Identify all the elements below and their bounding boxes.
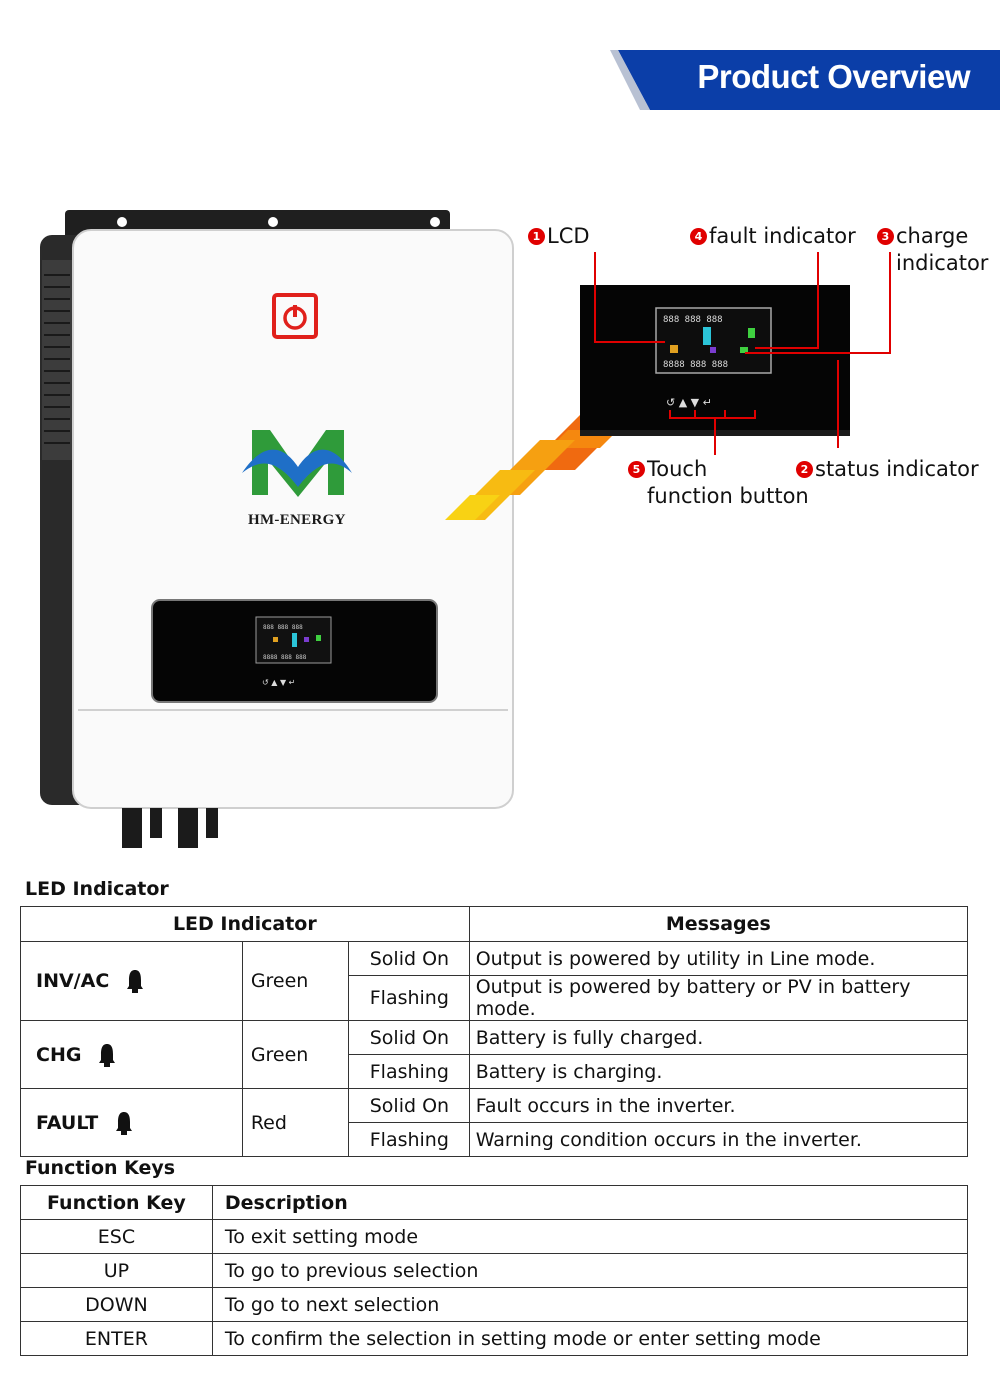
function-keys-table: Function Key Description ESC To exit set… [20, 1185, 969, 1356]
inverter-image: 888 888 888 8888 888 888 ↺ ▲ ▼ ↵ [40, 210, 514, 848]
led-section-title: LED Indicator [25, 878, 169, 900]
callout-label: fault indicator [709, 224, 856, 248]
display-zoom: 888 888 888 8888 888 888 ↺ ▲ ▼ ↵ [445, 252, 891, 520]
function-keys-title: Function Keys [25, 1157, 176, 1179]
callout-label: Touch function button [647, 457, 809, 508]
header-function-key: Function Key [20, 1185, 213, 1220]
led-name: INV/AC [36, 970, 110, 992]
function-description: To go to previous selection [211, 1253, 969, 1288]
table-row: DOWN To go to next selection [20, 1287, 969, 1322]
led-icon [127, 970, 144, 993]
svg-text:888 888 888: 888 888 888 [263, 624, 303, 631]
led-state: Solid On [347, 941, 470, 976]
table-row: CHG Green Solid On Battery is fully char… [20, 1020, 969, 1089]
led-message: Warning condition occurs in the inverter… [468, 1122, 969, 1157]
header-banner [610, 50, 1000, 110]
table-row: FAULT Red Solid On Fault occurs in the i… [20, 1088, 969, 1157]
led-color: Green [241, 1020, 349, 1089]
led-name-cell: FAULT [20, 1088, 243, 1157]
svg-text:8888 888 888: 8888 888 888 [263, 654, 307, 661]
led-color: Green [241, 941, 349, 1021]
page-title: Product Overview [697, 58, 970, 95]
function-key: ESC [20, 1219, 213, 1254]
function-description: To confirm the selection in setting mode… [211, 1321, 969, 1356]
led-state: Flashing [347, 1122, 470, 1157]
led-color: Red [241, 1088, 349, 1157]
table-row: UP To go to previous selection [20, 1253, 969, 1288]
callout-number: 2 [796, 461, 813, 478]
table-row: INV/AC Green Solid On Output is powered … [20, 941, 969, 1021]
table-row: ENTER To confirm the selection in settin… [20, 1321, 969, 1356]
led-state: Flashing [347, 1054, 470, 1089]
callout-label: LCD [547, 224, 590, 248]
function-key: DOWN [20, 1287, 213, 1322]
led-name-cell: CHG [20, 1020, 243, 1089]
brand-name: HM-ENERGY [248, 512, 346, 528]
svg-text:888 888 888: 888 888 888 [663, 315, 723, 325]
header-messages: Messages [468, 906, 969, 942]
led-message: Output is powered by utility in Line mod… [468, 941, 969, 976]
led-message: Output is powered by battery or PV in ba… [468, 975, 969, 1021]
led-indicator-table: LED Indicator Messages INV/AC Green Soli… [20, 906, 969, 1157]
callout-number: 1 [528, 228, 545, 245]
table-row: Flashing Output is powered by battery or… [21, 975, 969, 1021]
table-row: ESC To exit setting mode [20, 1219, 969, 1254]
callout-number: 3 [877, 228, 894, 245]
led-message: Battery is fully charged. [468, 1020, 969, 1055]
led-icon [116, 1111, 133, 1135]
led-message: Fault occurs in the inverter. [468, 1088, 969, 1123]
table-header-row: LED Indicator Messages [20, 906, 969, 942]
led-state: Flashing [347, 975, 470, 1021]
svg-text:8888 888 888: 8888 888 888 [663, 360, 728, 370]
callout-label: charge indicator [896, 224, 989, 275]
led-name: FAULT [36, 1111, 99, 1134]
svg-text:↺ ▲ ▼ ↵: ↺ ▲ ▼ ↵ [262, 678, 295, 687]
callout-number: 5 [628, 461, 645, 478]
header-description: Description [211, 1185, 969, 1220]
table-header-row: Function Key Description [20, 1185, 969, 1220]
led-state: Solid On [347, 1088, 470, 1123]
led-state: Solid On [347, 1020, 470, 1055]
led-message: Battery is charging. [468, 1054, 969, 1089]
callout-charge-indicator: 3 charge indicator [877, 223, 988, 277]
callout-fault-indicator: 4 fault indicator [690, 223, 856, 250]
led-name-cell: INV/AC [20, 941, 243, 1021]
led-name: CHG [36, 1043, 82, 1066]
function-key: ENTER [20, 1321, 213, 1356]
header-led-indicator: LED Indicator [20, 906, 470, 942]
callout-touch-button: 5 Touch function button [628, 456, 809, 510]
callout-lcd: 1 LCD [528, 223, 590, 250]
svg-text:↺ ▲ ▼ ↵: ↺ ▲ ▼ ↵ [666, 396, 712, 409]
led-icon [99, 1043, 116, 1067]
callout-number: 4 [690, 228, 707, 245]
function-key: UP [20, 1253, 213, 1288]
callout-label: status indicator [815, 457, 979, 481]
function-description: To exit setting mode [211, 1219, 969, 1254]
function-description: To go to next selection [211, 1287, 969, 1322]
callout-status-indicator: 2 status indicator [796, 456, 979, 483]
table-row: Flashing Warning condition occurs in the… [21, 1122, 969, 1157]
